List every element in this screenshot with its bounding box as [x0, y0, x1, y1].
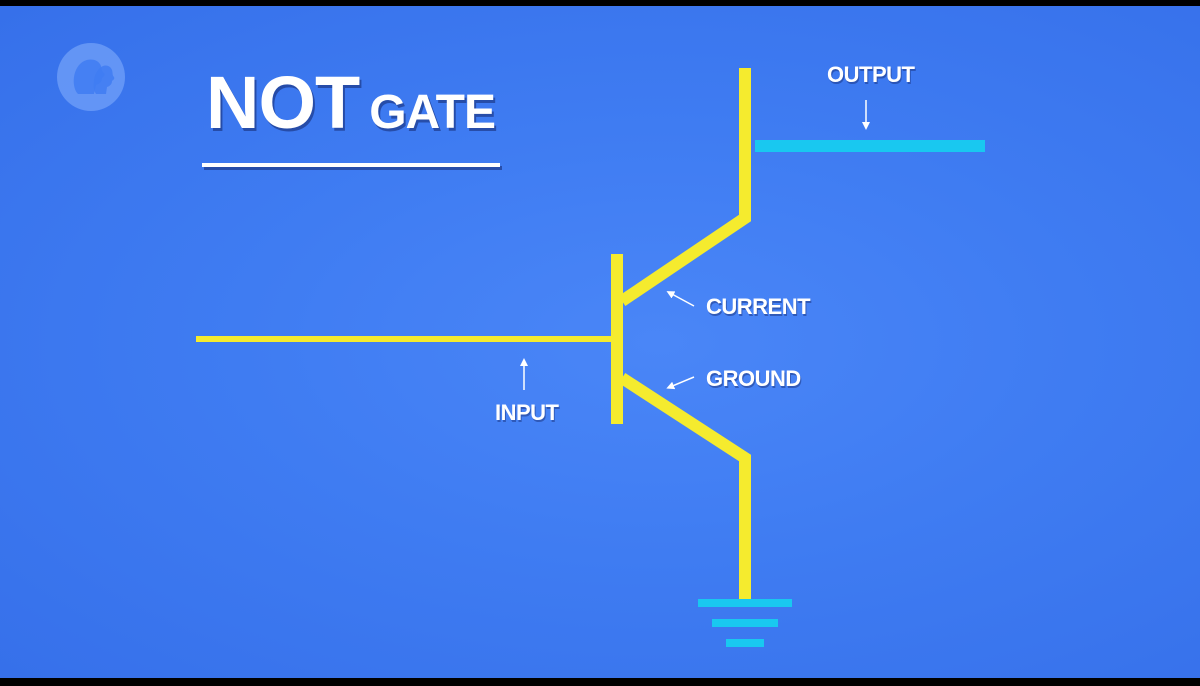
- ground-arrow: [666, 376, 695, 390]
- input-label: INPUT: [495, 400, 559, 425]
- not-gate-diagram: [196, 68, 985, 647]
- current-label: CURRENT: [706, 294, 811, 319]
- ground-symbol: [698, 599, 792, 647]
- title-underline: [202, 163, 500, 167]
- output-label: OUTPUT: [827, 62, 915, 87]
- current-arrow: [666, 291, 695, 307]
- emitter-wire: [618, 372, 751, 599]
- title-main: NOT: [206, 61, 360, 144]
- pbs-logo-icon: [56, 42, 126, 112]
- collector-wire: [618, 68, 751, 306]
- title-secondary: GATE: [369, 86, 496, 139]
- ground-label: GROUND: [706, 366, 801, 391]
